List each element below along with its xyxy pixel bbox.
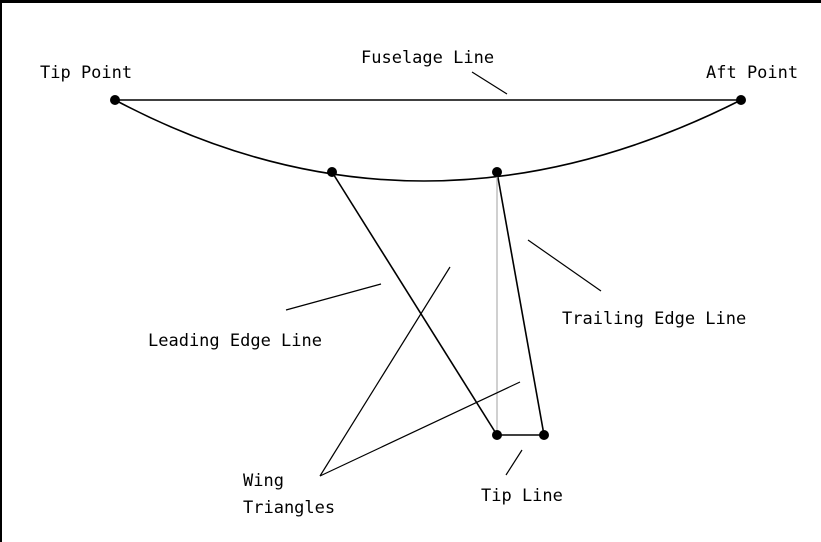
trailing-edge-pointer xyxy=(527,239,602,292)
fuselage-line-pointer xyxy=(471,71,508,95)
trailing-edge-root-point xyxy=(492,167,502,177)
aft-point-label: Aft Point xyxy=(706,63,798,83)
trailing-edge-tip-point xyxy=(539,430,549,440)
tip-point-marker xyxy=(110,95,120,105)
leading-edge-pointer xyxy=(285,283,382,311)
leading-edge-tip-point xyxy=(492,430,502,440)
fuselage-curve xyxy=(114,99,742,182)
trailing-edge-line-label: Trailing Edge Line xyxy=(562,309,746,329)
wing-triangles-label-line1: Wing xyxy=(243,471,284,491)
leading-edge-line xyxy=(331,171,498,436)
leading-edge-line-label: Leading Edge Line xyxy=(148,331,322,351)
tip-line-pointer xyxy=(505,449,523,476)
aft-point-marker xyxy=(736,95,746,105)
frame-left-border xyxy=(0,0,2,542)
frame-top-border xyxy=(0,0,821,3)
wing-triangles-pointer-upper xyxy=(319,266,451,477)
wing-triangles-pointer-lower xyxy=(319,381,521,477)
trailing-edge-line xyxy=(496,171,545,436)
leading-edge-root-point xyxy=(327,167,337,177)
tip-line-label: Tip Line xyxy=(481,486,563,506)
tip-point-label: Tip Point xyxy=(40,63,132,83)
fuselage-line-label: Fuselage Line xyxy=(361,48,494,68)
wing-triangles-label-line2: Triangles xyxy=(243,498,335,518)
